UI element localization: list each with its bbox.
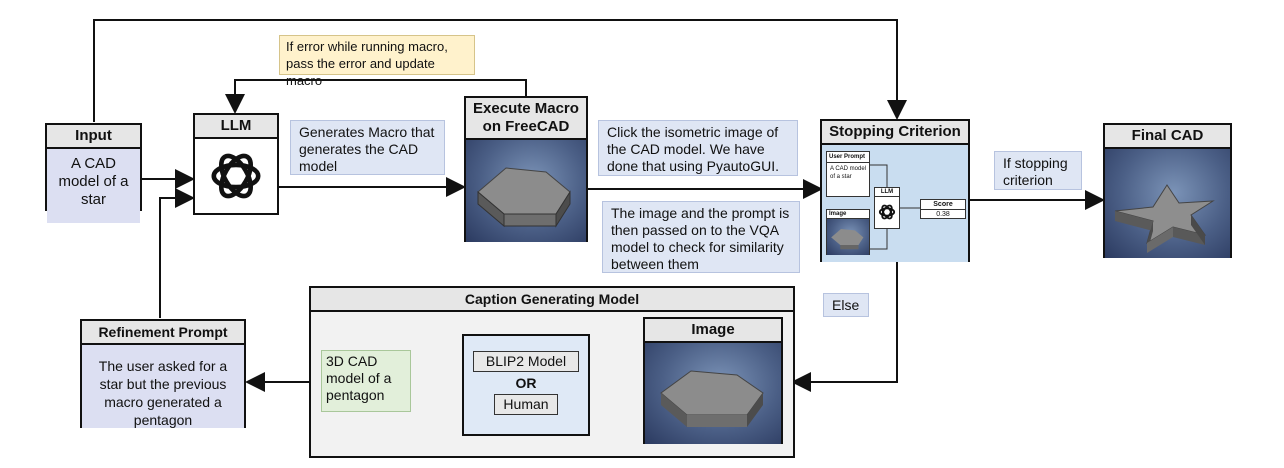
- final-screenshot: [1105, 149, 1230, 258]
- stopping-score-label: Score: [921, 200, 965, 210]
- openai-logo-icon: [211, 153, 261, 199]
- arrow-refinement-to-llm: [159, 188, 195, 318]
- stopping-score: Score 0.38: [920, 199, 966, 219]
- input-box: Input A CAD model of a star: [45, 123, 142, 223]
- refinement-text: The user asked for a star but the previo…: [82, 345, 244, 428]
- arrow-stopping-to-image: [791, 262, 898, 392]
- or-label: OR: [515, 375, 537, 391]
- stopping-user-prompt-text: A CAD model of a star: [830, 166, 867, 180]
- click-note: Click the isometric image of the CAD mod…: [598, 120, 798, 176]
- generates-note: Generates Macro that generates the CAD m…: [290, 120, 445, 175]
- stopping-box: Stopping Criterion User Prompt A CAD mod…: [820, 119, 970, 262]
- stopping-internal-lines: [870, 164, 920, 250]
- error-note: If error while running macro, pass the e…: [279, 35, 475, 88]
- execute-title: Execute Macro on FreeCAD: [466, 98, 586, 140]
- star-render-icon: [1114, 184, 1215, 253]
- else-note: Else: [823, 293, 869, 317]
- caption-title: Caption Generating Model: [311, 288, 793, 312]
- stopping-user-prompt: User Prompt A CAD model of a star: [826, 151, 870, 197]
- pentagon-thumb-icon: [831, 228, 864, 250]
- caption-output: 3D CAD model of a pentagon: [321, 350, 411, 412]
- refinement-title: Refinement Prompt: [82, 321, 244, 345]
- stopping-image-label: Image: [827, 210, 869, 219]
- if-stopping-note: If stopping criterion: [994, 151, 1082, 190]
- vqa-note: The image and the prompt is then passed …: [602, 201, 800, 273]
- final-box: Final CAD: [1103, 123, 1232, 258]
- stopping-image: Image: [826, 209, 870, 255]
- caption-image-box: Image: [643, 317, 783, 444]
- llm-box: LLM: [193, 113, 279, 215]
- stopping-llm-label: LLM: [875, 188, 899, 197]
- llm-title: LLM: [195, 115, 277, 139]
- caption-image-screenshot: [645, 343, 781, 444]
- caption-image-title: Image: [645, 319, 781, 343]
- pentagon-caption-icon: [660, 370, 764, 427]
- human-label: Human: [494, 394, 558, 415]
- stopping-user-prompt-label: User Prompt: [827, 152, 869, 163]
- stopping-score-value: 0.38: [936, 211, 950, 218]
- execute-screenshot: [466, 140, 586, 242]
- caption-box: Caption Generating Model 3D CAD model of…: [309, 286, 795, 458]
- caption-model-box: BLIP2 Model OR Human: [462, 334, 590, 436]
- input-title: Input: [47, 125, 140, 149]
- final-title: Final CAD: [1105, 125, 1230, 149]
- arrow-input-to-stopping: [93, 19, 907, 122]
- refinement-box: Refinement Prompt The user asked for a s…: [80, 319, 246, 428]
- stopping-image-thumb: [827, 219, 869, 255]
- openai-small-icon: [878, 204, 896, 220]
- input-text: A CAD model of a star: [47, 149, 140, 223]
- pentagon-render-icon: [477, 167, 571, 228]
- arrow-execute-to-llm: [225, 79, 527, 114]
- stopping-llm: LLM: [874, 187, 900, 229]
- execute-box: Execute Macro on FreeCAD: [464, 96, 588, 242]
- blip-label: BLIP2 Model: [473, 351, 579, 372]
- stopping-body: User Prompt A CAD model of a star Image …: [822, 145, 968, 262]
- stopping-title: Stopping Criterion: [822, 121, 968, 145]
